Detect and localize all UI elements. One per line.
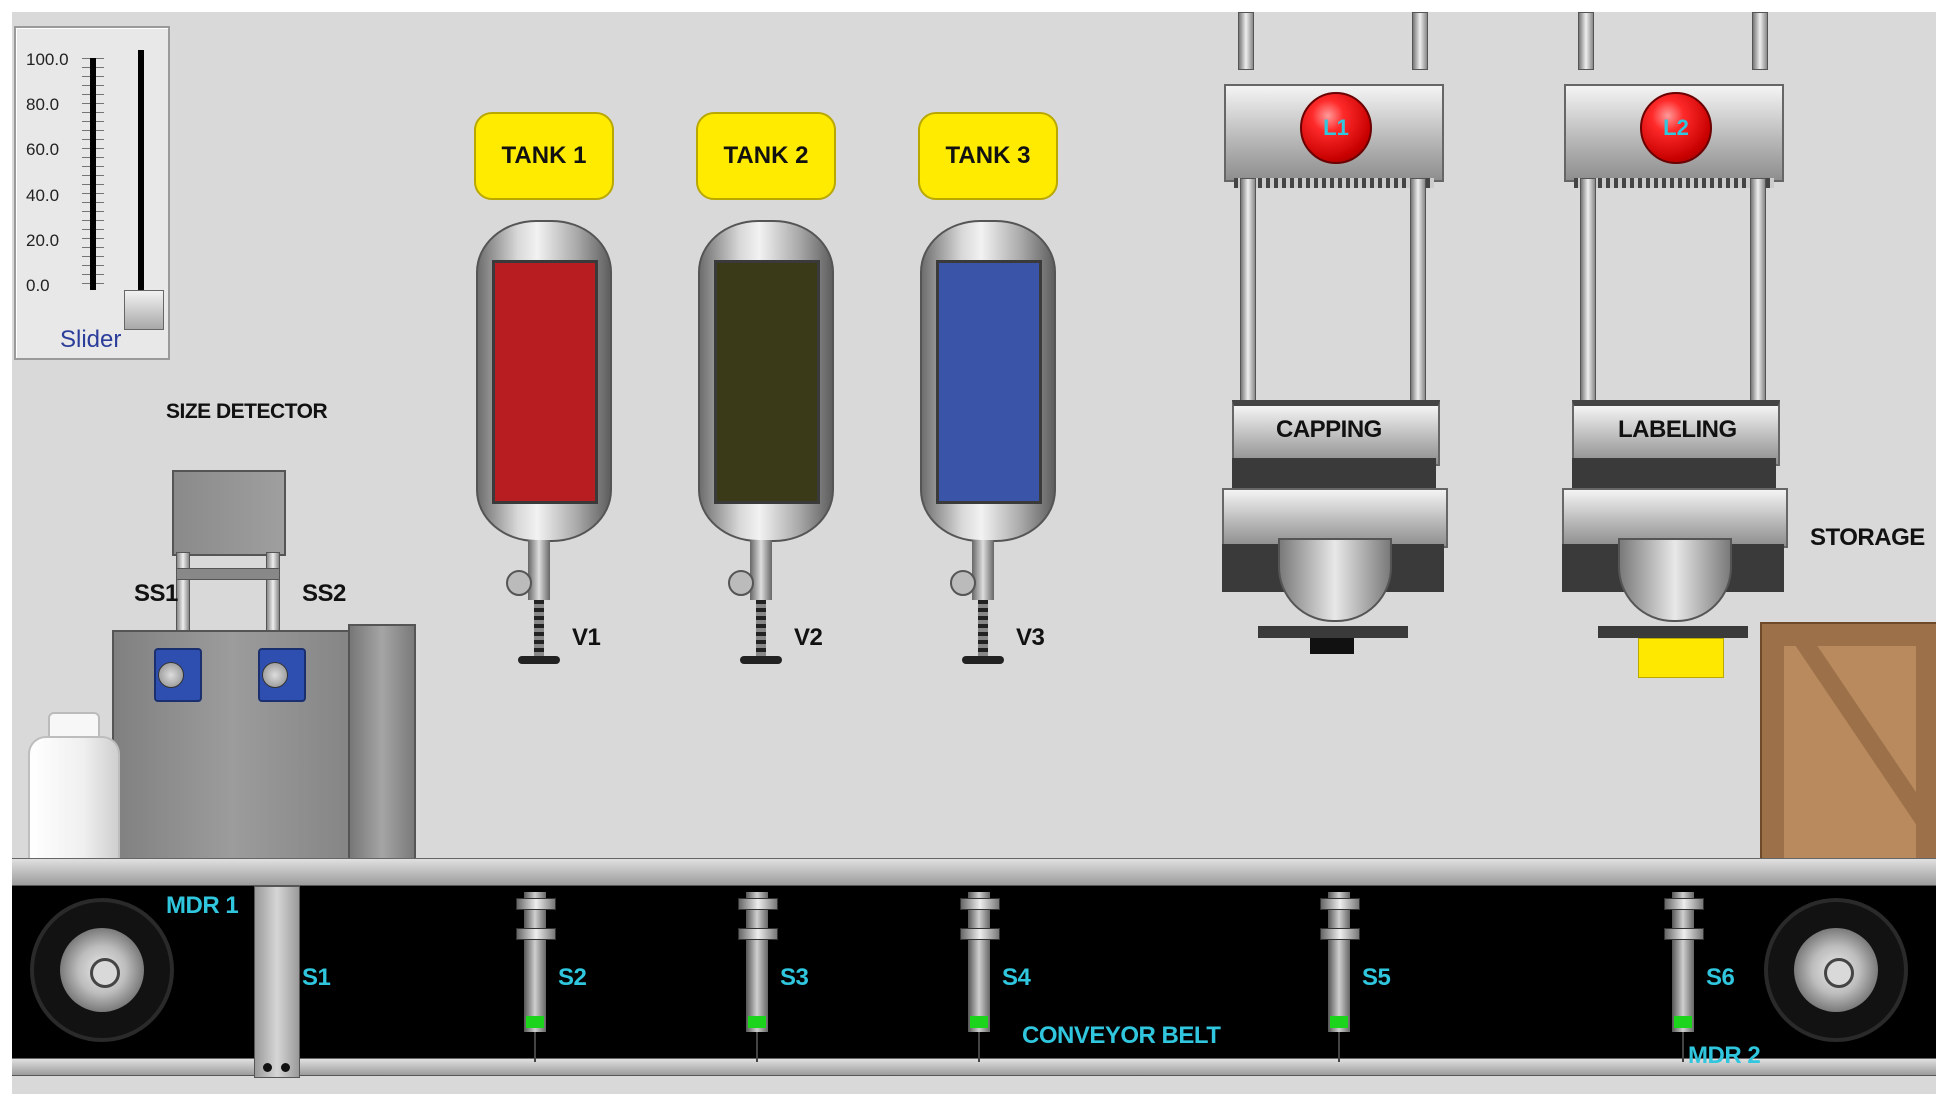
sensor-s3	[738, 892, 778, 1072]
motor-mdr2-label: MDR 2	[1688, 1042, 1761, 1069]
labeling-press-plate	[1572, 400, 1780, 466]
valve-v1-handle[interactable]	[506, 570, 532, 596]
capping-post-right-top	[1412, 12, 1428, 70]
sensor-s2	[516, 892, 556, 1072]
valve-v1-spring	[534, 600, 544, 658]
sensor-s6-label: S6	[1706, 964, 1735, 991]
slider-tick: 20.0	[26, 231, 60, 250]
labeling-post-right-top	[1752, 12, 1768, 70]
motor-mdr1-wheel	[30, 898, 174, 1042]
sensor-s4	[960, 892, 1000, 1072]
slider-tick: 100.0	[26, 50, 69, 69]
sensor-s1-label: S1	[302, 964, 331, 991]
valve-v3-spring	[978, 600, 988, 658]
tank-3	[920, 220, 1056, 542]
labeling-post-left-top	[1578, 12, 1594, 70]
labeling-rack	[1574, 178, 1774, 188]
size-detector-enclosure	[112, 630, 352, 886]
tank-3-liquid	[936, 260, 1042, 504]
size-detector-door	[348, 624, 416, 890]
valve-v3-stem	[972, 540, 994, 600]
valve-v3-label: V3	[1016, 624, 1045, 651]
motor-mdr2-wheel	[1764, 898, 1908, 1042]
size-detector-title: SIZE DETECTOR	[166, 400, 328, 423]
tank-2-liquid	[714, 260, 820, 504]
sensor-s2-label: S2	[558, 964, 587, 991]
slider-tick: 0.0	[26, 276, 50, 295]
valve-v2-label: V2	[794, 624, 823, 651]
detector-arm-right	[266, 552, 280, 642]
valve-v2-nozzle	[740, 656, 782, 664]
sensor-s6	[1664, 892, 1704, 1072]
capping-post-left-top	[1238, 12, 1254, 70]
labeling-foot	[1598, 626, 1748, 638]
sensor-s5-label: S5	[1362, 964, 1391, 991]
motor-mdr1-label: MDR 1	[166, 892, 239, 919]
capping-label: CAPPING	[1276, 416, 1382, 443]
slider-tick: 80.0	[26, 95, 60, 114]
slider-track[interactable]	[138, 50, 144, 320]
slider-tick: 40.0	[26, 186, 60, 205]
storage-crate	[1760, 622, 1936, 892]
slider-tick: 60.0	[26, 140, 60, 159]
lamp-l2-label: L2	[1663, 115, 1689, 140]
capping-cap	[1310, 638, 1354, 654]
capping-lamp-l1[interactable]: L1	[1300, 92, 1372, 164]
ss2-sensor	[258, 648, 306, 702]
capping-press-plate	[1232, 400, 1440, 466]
sensor-label-ss1: SS1	[134, 580, 178, 607]
labeling-label-strip	[1638, 638, 1724, 678]
conveyor-bottom-rail	[12, 1058, 1936, 1076]
valve-v3-nozzle	[962, 656, 1004, 664]
labeling-head	[1618, 538, 1732, 622]
ss1-sensor	[154, 648, 202, 702]
labeling-label: LABELING	[1618, 416, 1737, 443]
valve-v2-handle[interactable]	[728, 570, 754, 596]
tank-1-liquid	[492, 260, 598, 504]
tank-1-label: TANK 1	[501, 142, 587, 169]
tank-2	[698, 220, 834, 542]
tank-2-label: TANK 2	[723, 142, 809, 169]
slider-thumb[interactable]	[124, 290, 164, 330]
conveyor-label: CONVEYOR BELT	[1022, 1022, 1221, 1049]
sensor-s5	[1320, 892, 1360, 1072]
tank-1	[476, 220, 612, 542]
sensor-s4-label: S4	[1002, 964, 1031, 991]
valve-v1-label: V1	[572, 624, 601, 651]
size-detector-head	[172, 470, 286, 556]
valve-v3-handle[interactable]	[950, 570, 976, 596]
detector-crossbar	[176, 568, 280, 580]
capping-head	[1278, 538, 1392, 622]
conveyor-top-rail	[12, 858, 1936, 886]
tank-2-badge: TANK 2	[696, 112, 836, 200]
capping-rack	[1234, 178, 1434, 188]
slider-label: Slider	[60, 326, 122, 353]
lamp-l1-label: L1	[1323, 115, 1349, 140]
tank-3-badge: TANK 3	[918, 112, 1058, 200]
sensor-s1	[254, 886, 300, 1078]
valve-v2-stem	[750, 540, 772, 600]
detector-arm-left	[176, 552, 190, 642]
scada-canvas: 100.0 80.0 60.0 40.0 20.0 0.0 Slider SIZ…	[12, 12, 1936, 1094]
sensor-label-ss2: SS2	[302, 580, 346, 607]
capping-foot	[1258, 626, 1408, 638]
valve-v1-stem	[528, 540, 550, 600]
storage-label: STORAGE	[1810, 524, 1925, 551]
slider-ticks	[82, 58, 104, 290]
tank-3-label: TANK 3	[945, 142, 1031, 169]
slider-control[interactable]: 100.0 80.0 60.0 40.0 20.0 0.0 Slider	[14, 26, 170, 360]
valve-v2-spring	[756, 600, 766, 658]
tank-1-badge: TANK 1	[474, 112, 614, 200]
sensor-s3-label: S3	[780, 964, 809, 991]
valve-v1-nozzle	[518, 656, 560, 664]
labeling-lamp-l2[interactable]: L2	[1640, 92, 1712, 164]
